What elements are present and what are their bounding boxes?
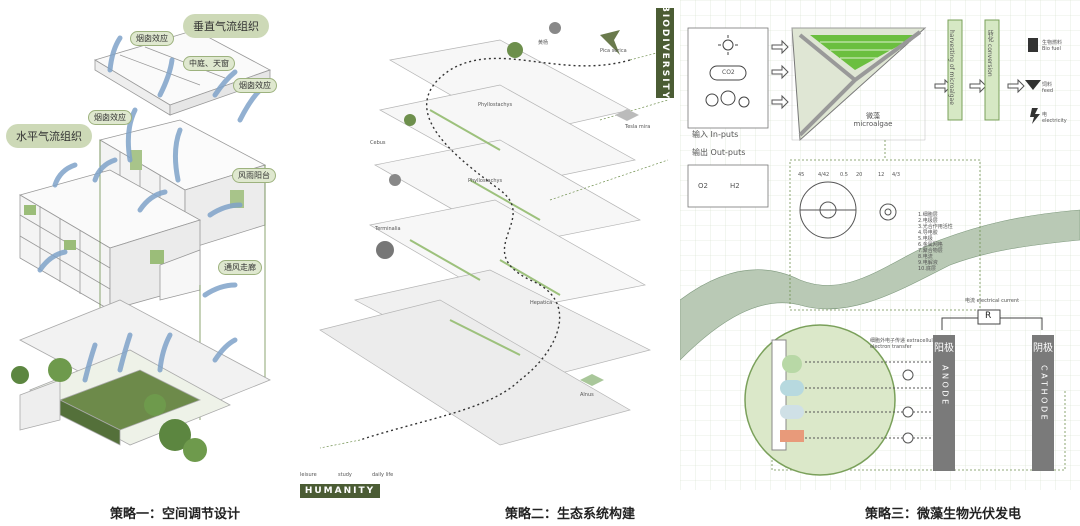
- harvesting-label: harvesting of microalgae: [948, 30, 956, 105]
- dim-label: 12: [878, 172, 885, 178]
- butterfly-icon-2: [580, 374, 604, 386]
- resistor-label: R: [985, 311, 992, 321]
- anode-bar: 阳极 A N O D E: [933, 335, 955, 471]
- water-icon: [705, 90, 750, 108]
- horizontal-airflow-title: 水平气流组织: [6, 124, 92, 148]
- sun-icon: [718, 35, 738, 55]
- dim-label: 0.5: [840, 172, 848, 178]
- h2-label: H2: [730, 182, 740, 190]
- activity-study: study: [338, 472, 352, 478]
- microalgae-label: 微藻 microalgae: [853, 112, 893, 129]
- species-label: 黄杨: [538, 40, 549, 46]
- cloud-co2-icon: [709, 65, 747, 81]
- panel-ecosystem: BIODIVERSITY HUMANITY 黄杨 Pica serica Tes…: [300, 0, 680, 526]
- inputs-box: [687, 27, 769, 129]
- dim-label: 4/42: [818, 172, 830, 178]
- species-label: Cebus: [370, 140, 386, 146]
- species-label: Phyllostachys: [478, 102, 513, 108]
- label-atrium: 中庭、天窗: [183, 56, 235, 71]
- species-label: Hepatica: [530, 300, 553, 306]
- airflow-arrows: [37, 35, 263, 383]
- biofuel-icon: [1028, 38, 1038, 52]
- electricity-icon: [1030, 108, 1040, 124]
- species-label: Alnus: [580, 392, 594, 398]
- microalgae-pond: [791, 27, 927, 142]
- activity-leisure: leisure: [300, 472, 317, 478]
- panel-microalgae-pv: 输入 In-puts 输出 Out-puts CO2 O2 H2 微藻 micr…: [680, 0, 1080, 526]
- connection-path: [359, 57, 631, 441]
- species-label: Terminalia: [375, 226, 401, 232]
- inputs-label: 输入 In-puts: [692, 130, 739, 139]
- plant-icons: [376, 22, 561, 259]
- label-balcony: 风雨阳台: [232, 168, 276, 183]
- current-label: 电流 electrical current: [965, 298, 1020, 304]
- species-label: Pica serica: [600, 48, 627, 54]
- pv-device-top-view: [799, 181, 897, 239]
- butterfly-icon: [615, 109, 639, 121]
- co2-label: CO2: [722, 69, 735, 76]
- label-corridor: 通风走廊: [218, 260, 262, 275]
- floor-layers: [319, 39, 651, 446]
- caption-strategy-2: 策略二：生态系统构建: [505, 507, 636, 522]
- cathode-bar: 阴极 C A T H O D E: [1032, 335, 1054, 471]
- cell-layers: [771, 339, 804, 451]
- ecosystem-layers-diagram: [319, 22, 669, 449]
- panel-spatial-regulation: 垂直气流组织 水平气流组织 烟囱效应 中庭、天窗 烟囱效应 烟囱效应 风雨阳台 …: [0, 0, 330, 526]
- building-axonometric-diagram: [11, 29, 271, 462]
- label-chimney-1: 烟囱效应: [130, 31, 174, 46]
- resistor-box: [977, 309, 1001, 325]
- caption-strategy-3: 策略三：微藻生物光伏发电: [865, 507, 1022, 522]
- trees: [11, 358, 207, 462]
- transfer-label: 细胞外电子传递 extracellular electron transfer: [870, 338, 938, 350]
- species-label: Tesla mira: [625, 124, 651, 130]
- bird-icon: [600, 30, 620, 55]
- activity-daily-life: daily life: [372, 472, 394, 478]
- species-label: Phyllostachys: [468, 178, 503, 184]
- dim-label: 20: [856, 172, 863, 178]
- label-chimney-2: 烟囱效应: [233, 78, 277, 93]
- dim-label: 45: [798, 172, 805, 178]
- label-chimney-3: 烟囱效应: [88, 110, 132, 125]
- vertical-airflow-title: 垂直气流组织: [183, 14, 269, 38]
- humanity-band: HUMANITY: [300, 484, 380, 498]
- harvesting-bar: [947, 19, 963, 121]
- electron-markers: [902, 369, 914, 444]
- caption-strategy-1: 策略一：空间调节设计: [110, 507, 241, 522]
- outputs-box: [687, 164, 769, 208]
- main-block: [18, 169, 202, 311]
- ground-level: [19, 299, 271, 446]
- biodiversity-band: BIODIVERSITY: [656, 5, 674, 101]
- o2-label: O2: [698, 182, 708, 190]
- feed-icon: [1025, 80, 1041, 90]
- microalgae-pv-diagram: [680, 0, 1080, 490]
- conversion-bar: [984, 19, 1000, 121]
- conversion-label: 转化 conversion: [986, 30, 994, 77]
- dim-label: 4/3: [892, 172, 901, 178]
- roof-level: [94, 29, 271, 116]
- outputs-label: 输出 Out-puts: [692, 148, 746, 157]
- device-legend: 1.细胞层 2.电极层 3.光合作用活性 4.导电胶 5.电极 6.金属网格 7…: [918, 212, 953, 272]
